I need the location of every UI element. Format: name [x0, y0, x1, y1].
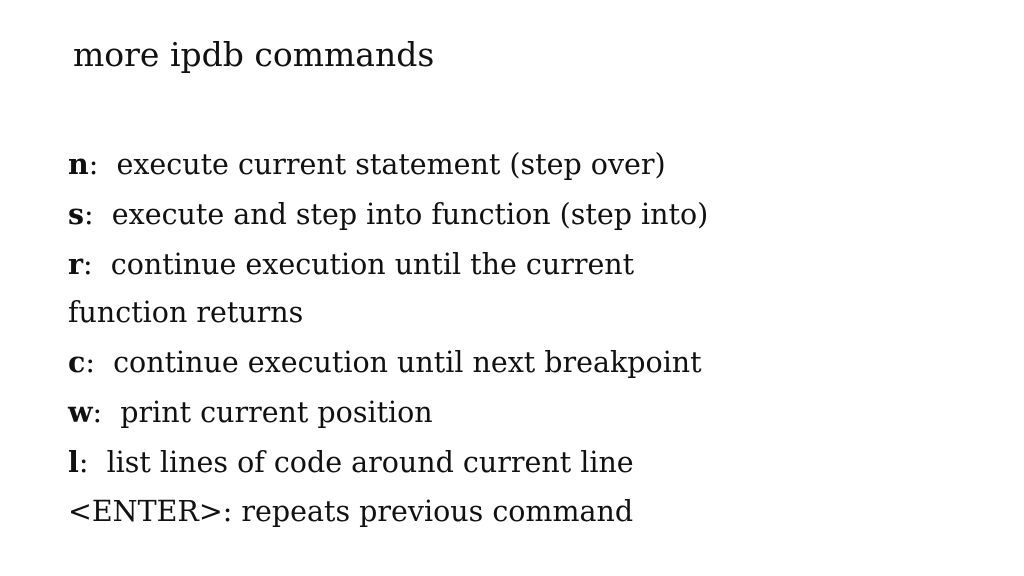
- command-separator: :: [78, 445, 107, 479]
- command-description: execute current statement (step over): [116, 148, 666, 181]
- command-key: w: [68, 394, 93, 429]
- command-line-c: c: continue execution until next breakpo…: [68, 338, 968, 388]
- command-line-n: n: execute current statement (step over): [68, 140, 968, 190]
- command-description: continue execution until the current: [110, 247, 635, 281]
- command-line-r-continued: function returns: [68, 289, 968, 338]
- command-line-r: r: continue execution until the current: [68, 240, 968, 290]
- command-description: continue execution until next breakpoint: [113, 346, 702, 380]
- command-description: list lines of code around current line: [106, 445, 634, 479]
- command-list: n: execute current statement (step over)…: [68, 140, 968, 536]
- command-key: r: [68, 246, 84, 281]
- command-separator: :: [85, 346, 114, 380]
- command-description: execute and step into function (step int…: [111, 197, 709, 231]
- command-separator: :: [84, 197, 112, 231]
- command-line-l: l: list lines of code around current lin…: [68, 438, 968, 488]
- command-key: l: [68, 444, 79, 479]
- command-separator: :: [88, 148, 117, 181]
- command-line-s: s: execute and step into function (step …: [68, 190, 968, 240]
- command-line-w: w: print current position: [68, 388, 968, 438]
- command-line-enter: <ENTER>: repeats previous command: [68, 488, 968, 537]
- command-separator: :: [92, 395, 121, 429]
- command-key: n: [68, 147, 89, 181]
- command-description: function returns: [68, 296, 304, 330]
- slide-title: more ipdb commands: [73, 35, 435, 74]
- command-description: <ENTER>: repeats previous command: [68, 494, 634, 528]
- command-key: s: [68, 196, 85, 231]
- command-description: print current position: [120, 395, 433, 429]
- command-key: c: [68, 345, 86, 380]
- command-separator: :: [83, 247, 111, 281]
